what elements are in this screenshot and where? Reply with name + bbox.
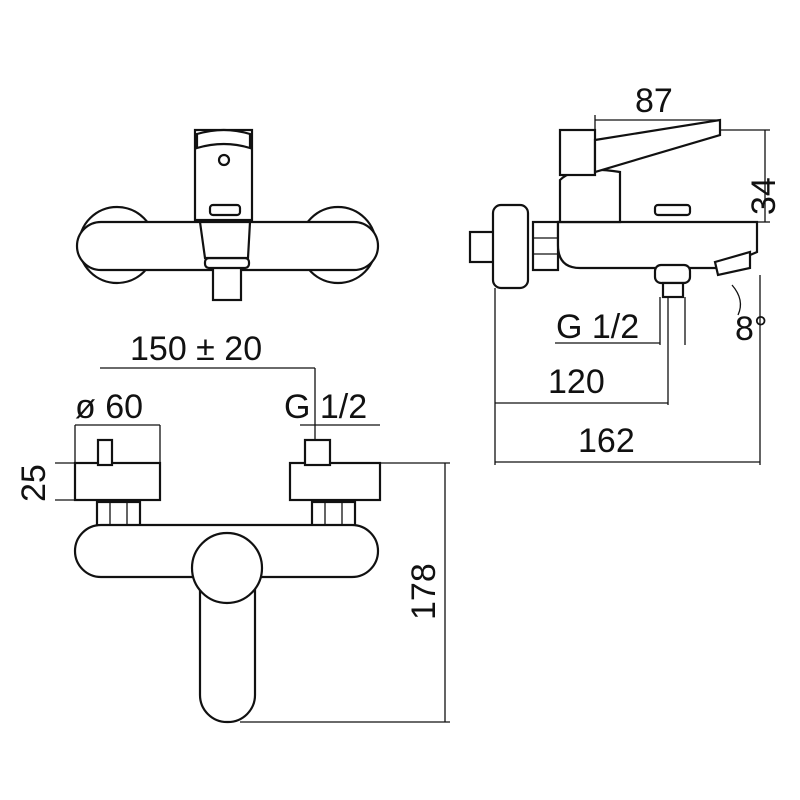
handle-lever-side [593,118,722,174]
nut [531,220,560,272]
dim-34: 34 [745,177,783,215]
front-view: 150 ± 20 ø 60 G 1/2 25 178 [15,330,450,724]
diverter-base [198,220,252,260]
outlet-connector [653,263,692,285]
spout-tip [713,250,752,277]
handle-body [558,168,622,224]
inlet-pipe [468,230,497,264]
dim-120: 120 [548,363,605,401]
front-handle [190,531,264,605]
dim-g12-inlet: G 1/2 [284,388,367,426]
handle-marker [217,153,231,167]
spout-ring [203,256,251,270]
left-inlet [96,438,114,467]
right-inlet [303,438,332,467]
dim-178: 178 [405,563,443,620]
outlet-thread [661,281,685,299]
diverter-side [653,203,692,217]
left-nut [95,500,142,529]
dim-162: 162 [578,422,635,460]
dim-87: 87 [635,82,673,120]
handle-cap [558,128,597,177]
side-view: 87 34 G 1/2 8° 120 162 [468,82,783,465]
dim-diameter: ø 60 [75,388,143,426]
dim-g12-side: G 1/2 [556,308,639,346]
right-flange-front [288,461,382,502]
right-nut [310,500,357,529]
top-view [75,128,380,302]
left-flange-front [73,461,162,502]
handle-lever [195,128,252,150]
diverter-knob [208,203,242,217]
dim-8deg: 8° [735,310,768,348]
dim-25: 25 [15,464,53,502]
wall-flange [491,203,530,290]
dim-centers: 150 ± 20 [130,330,262,368]
